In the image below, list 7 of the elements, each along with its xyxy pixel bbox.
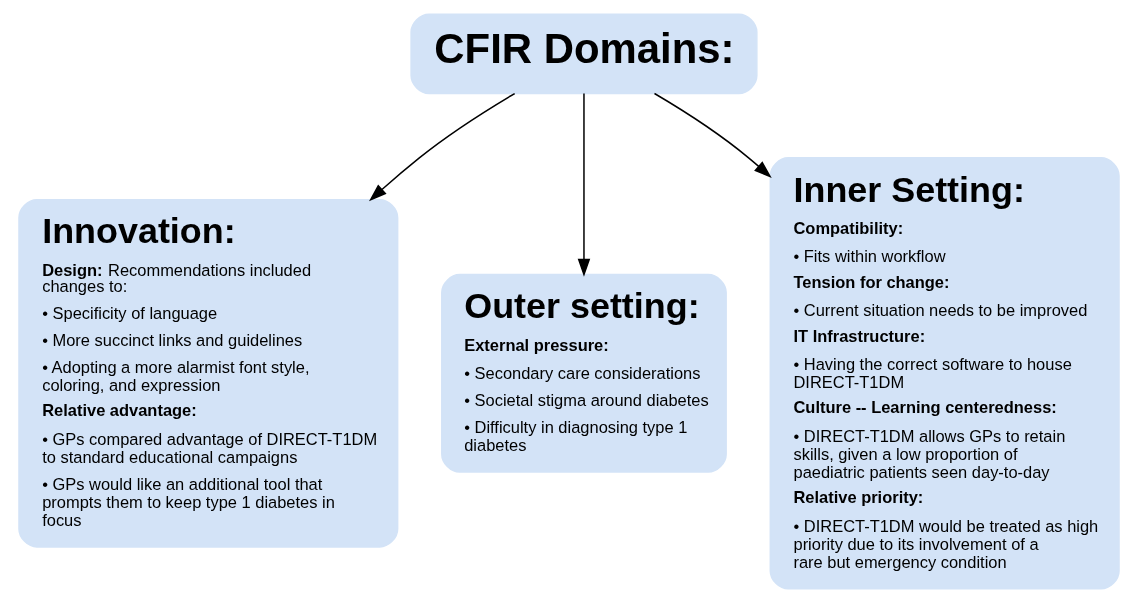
node-box: Innovation: Design: Recommendations included changes to: • Specificity of language • More succinct links and guidelines • Adopting a more alarmist font style, coloring, and expression Relative advantage: • GPs compared advantage of DIRECT-T1DM to standard educational campaigns • GPs would like an additional tool that prompts them to keep type 1 diabetes in focus bbox=[17, 199, 398, 548]
node-box: Outer setting: External pressure: • Secondary care considerations • Societal stigma around diabetes • Difficulty in diagnosing type 1 diabetes bbox=[440, 273, 727, 473]
node-box: CFIR Domains: bbox=[409, 13, 758, 95]
arrow bbox=[653, 92, 772, 178]
arrow bbox=[577, 92, 590, 277]
arrow bbox=[368, 92, 515, 202]
node-box: Inner Setting: Compatibility: • Fits within workflow Tension for change: • Current situation needs to be improved IT Infrastructure: • Having the correct software to house DIRECT-T1DM Culture -- Learning centeredness: • DIRECT-T1DM allows GPs to retain skills, given a low proportion of paediatric patients seen day-to-day Relative priority: • DIRECT-T1DM would be treated as high priority due to its involvement of a rare but emergency condition bbox=[769, 157, 1120, 590]
